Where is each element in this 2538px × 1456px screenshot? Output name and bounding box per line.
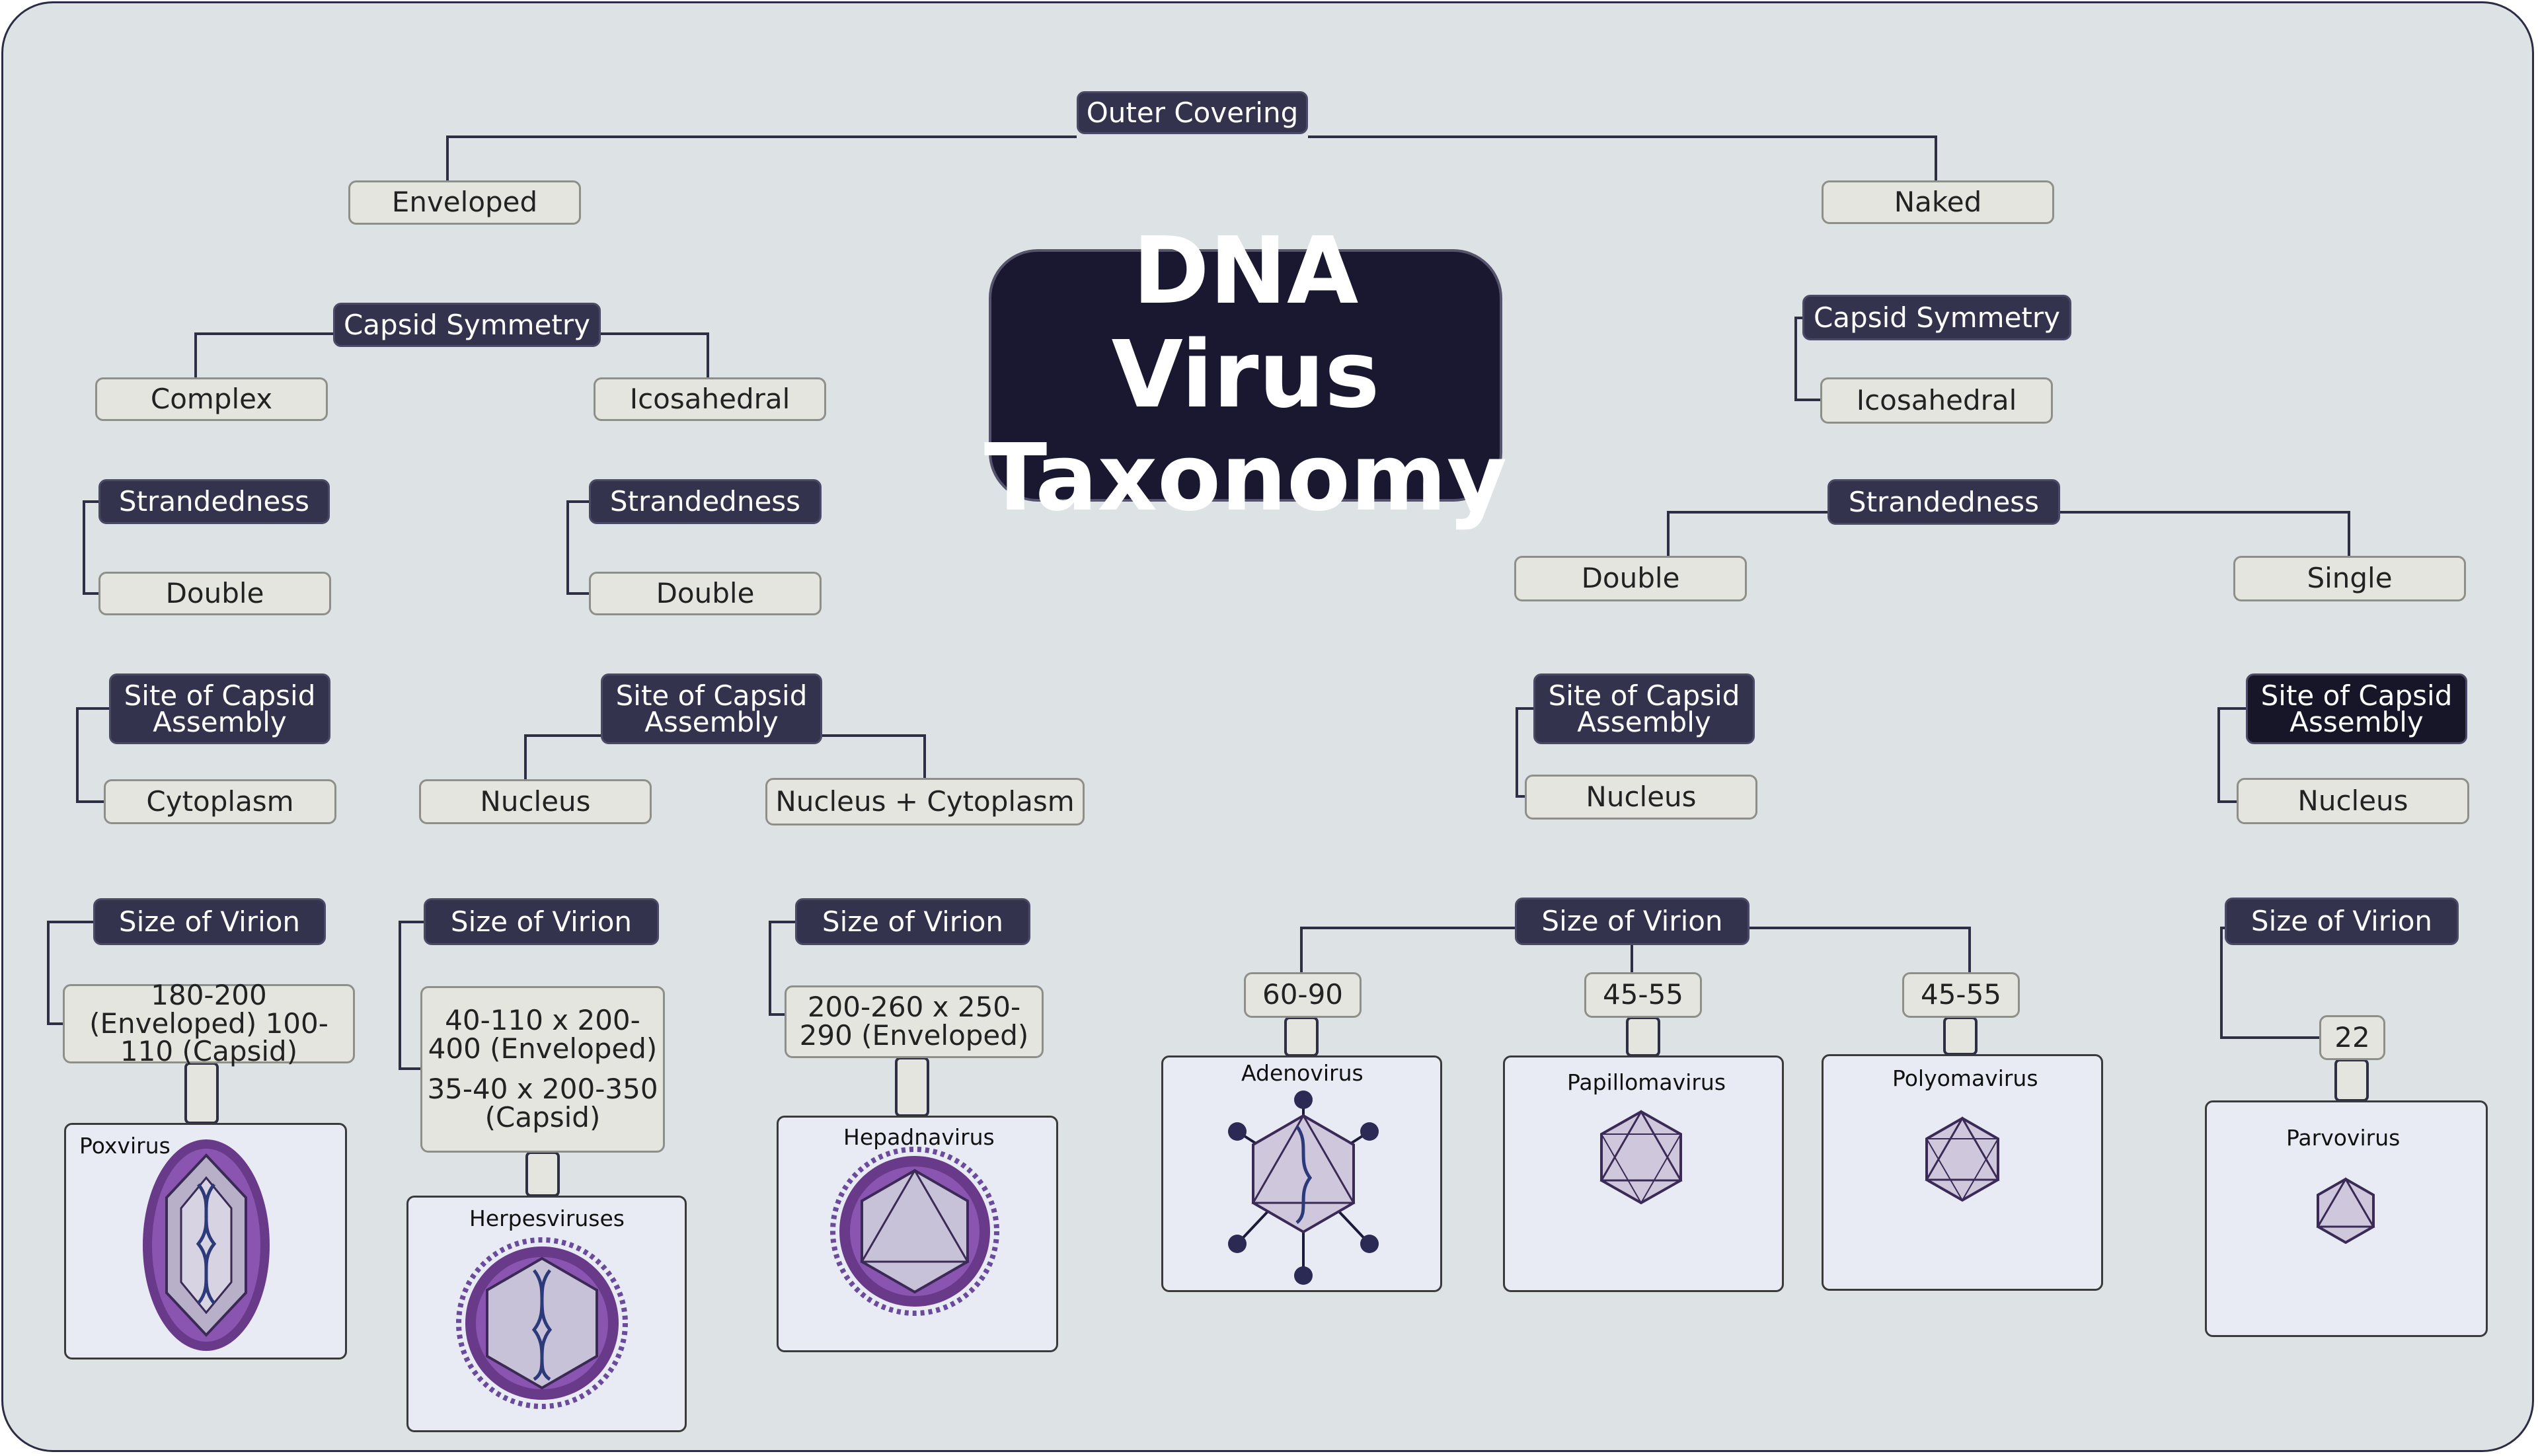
parvovirus-size-value: 22 [2319,1015,2385,1060]
herpesviruses-panel: Herpesviruses [406,1196,687,1432]
hepadnavirus-label: Hepadnavirus [843,1124,995,1150]
double-size-of-virion-header: Size of Virion [1515,898,1750,945]
icosahedral-node-naked: Icosahedral [1820,377,2053,424]
enveloped-capsid-symmetry-header: Capsid Symmetry [333,303,601,347]
herpes-size-value: 40-110 x 200-400 (Enveloped) 35-40 x 200… [420,986,665,1153]
nucleus-node-enveloped: Nucleus [419,779,652,824]
nucleus-cytoplasm-node: Nucleus + Cytoplasm [765,778,1085,825]
parvovirus-panel: Parvovirus [2205,1100,2488,1337]
icosahedral-strandedness-value: Double [589,572,822,615]
single-size-of-virion-header: Size of Virion [2225,898,2459,945]
naked-double-node: Double [1514,556,1747,601]
parvovirus-icon [2316,1177,2375,1245]
hepadnavirus-panel: Hepadnavirus [777,1116,1058,1352]
icosahedral-site-of-assembly-header: Site of Capsid Assembly [601,673,822,744]
herpesviruses-label: Herpesviruses [469,1206,625,1231]
outer-covering-header: Outer Covering [1077,91,1308,134]
papillomavirus-size-value: 45-55 [1584,972,1702,1018]
adenovirus-label: Adenovirus [1241,1060,1364,1086]
double-site-of-assembly-header: Site of Capsid Assembly [1533,673,1755,744]
cytoplasm-node: Cytoplasm [104,779,336,824]
double-nucleus-node: Nucleus [1525,775,1757,820]
adenovirus-icon [1228,1091,1379,1285]
polyomavirus-icon [1925,1116,2000,1202]
papillomavirus-icon [1599,1109,1683,1205]
parvovirus-label: Parvovirus [2286,1125,2401,1151]
herpes-size-capsid: 35-40 x 200-350 (Capsid) [427,1073,658,1133]
naked-strandedness-header: Strandedness [1827,479,2060,525]
diagram-title: DNA Virus Taxonomy [984,219,1507,530]
polyomavirus-panel: Polyomavirus [1822,1054,2103,1291]
papillomavirus-panel: Papillomavirus [1503,1055,1784,1292]
herpesviruses-icon [456,1237,628,1409]
herpes-size-of-virion-header: Size of Virion [424,898,659,945]
icosahedral-strandedness-header: Strandedness [589,479,822,524]
adenovirus-panel: Adenovirus [1161,1055,1442,1292]
enveloped-node: Enveloped [348,180,581,225]
naked-capsid-symmetry-header: Capsid Symmetry [1802,295,2071,340]
poxvirus-icon [143,1139,270,1351]
poxvirus-size-value: 180-200 (Enveloped) 100-110 (Capsid) [63,981,355,1065]
single-nucleus-node: Nucleus [2237,778,2469,824]
hepadna-size-of-virion-header: Size of Virion [795,898,1030,945]
naked-node: Naked [1822,180,2054,224]
hepadna-size-value: 200-260 x 250-290 (Enveloped) [785,985,1044,1058]
polyomavirus-label: Polyomavirus [1892,1065,2038,1091]
polyomavirus-size-value: 45-55 [1902,972,2020,1018]
poxvirus-panel: Poxvirus [64,1123,347,1360]
adenovirus-size-value: 60-90 [1244,972,1362,1018]
herpes-size-enveloped: 40-110 x 200-400 (Enveloped) [428,1004,658,1065]
title-line-2: Taxonomy [983,424,1508,533]
papillomavirus-label: Papillomavirus [1567,1069,1726,1095]
poxvirus-label: Poxvirus [79,1133,171,1159]
title-line-1: DNA Virus [1111,217,1380,429]
icosahedral-node-enveloped: Icosahedral [594,377,826,421]
complex-size-of-virion-header: Size of Virion [93,898,326,945]
naked-single-node: Single [2233,556,2466,601]
connector-lines [47,135,2369,1197]
hepadnavirus-icon [830,1147,999,1316]
complex-strandedness-value: Double [98,572,331,615]
complex-site-of-assembly-header: Site of Capsid Assembly [109,673,330,744]
single-site-of-assembly-header: Site of Capsid Assembly [2246,673,2467,744]
complex-strandedness-header: Strandedness [98,479,330,524]
complex-node: Complex [95,377,328,421]
